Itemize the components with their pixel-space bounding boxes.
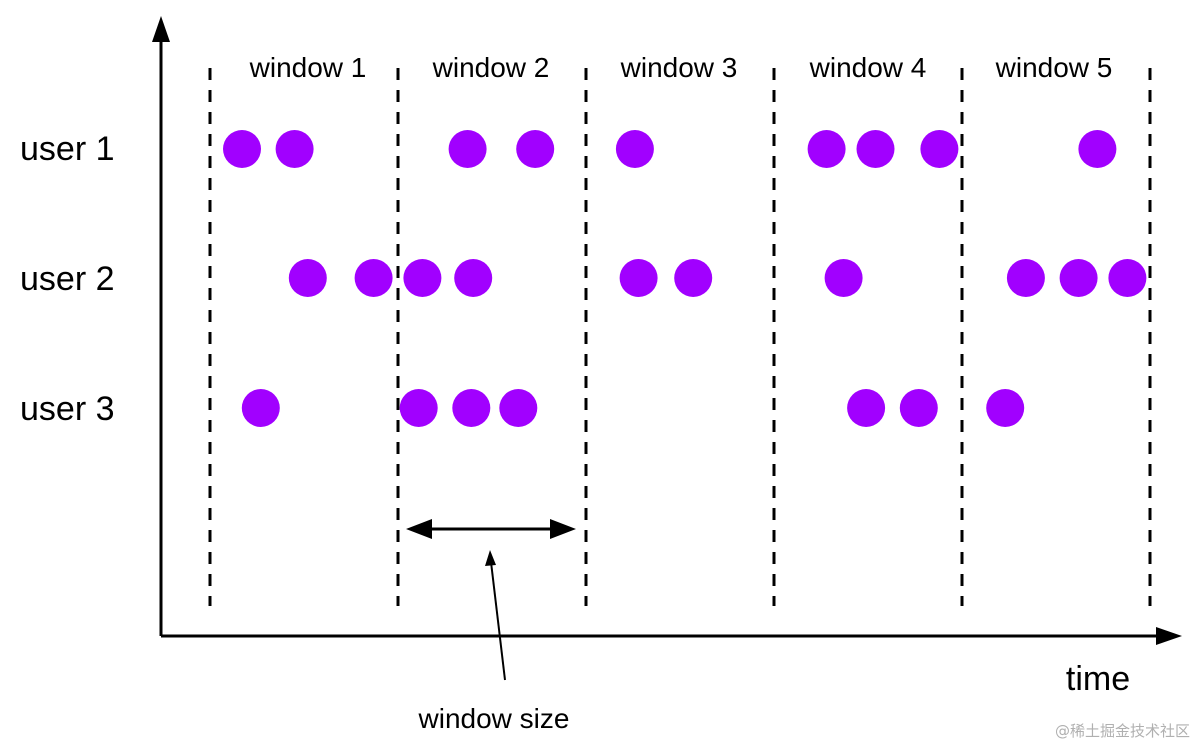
time-axis-label: time: [1066, 660, 1130, 698]
event-dot-user-2-6: [674, 259, 713, 297]
event-dot-user-3-2: [399, 389, 438, 427]
event-dot-user-2-3: [403, 259, 442, 297]
event-dot-user-3-3: [452, 389, 491, 427]
event-dot-user-3-7: [986, 389, 1025, 427]
event-dot-user-2-7: [824, 259, 863, 297]
window-label-2: window 2: [432, 52, 550, 83]
event-dot-user-1-6: [807, 130, 846, 168]
events: [223, 130, 1147, 427]
event-dot-user-2-4: [454, 259, 493, 297]
watermark: @稀土掘金技术社区: [1055, 722, 1190, 740]
window-label-4: window 4: [809, 52, 927, 83]
event-dot-user-1-2: [275, 130, 314, 168]
window-size-indicator: window size: [406, 519, 576, 734]
window-size-arrow-right-head: [550, 519, 576, 539]
user-label-3: user 3: [20, 390, 115, 428]
window-size-pointer: [490, 561, 506, 681]
window-label-3: window 3: [620, 52, 738, 83]
event-dot-user-3-5: [847, 389, 886, 427]
event-dot-user-1-9: [1078, 130, 1117, 168]
event-dot-user-1-5: [615, 130, 654, 168]
user-labels: user 1 user 2 user 3: [20, 130, 115, 428]
user-label-1: user 1: [20, 130, 115, 168]
window-size-label: window size: [418, 703, 570, 734]
x-axis-arrowhead: [1156, 627, 1182, 645]
event-dot-user-2-1: [288, 259, 327, 297]
window-labels: window 1 window 2 window 3 window 4 wind…: [249, 52, 1113, 83]
event-dot-user-3-1: [241, 389, 280, 427]
event-dot-user-1-8: [920, 130, 959, 168]
event-dot-user-2-8: [1006, 259, 1045, 297]
y-axis-arrowhead: [152, 16, 170, 42]
event-dot-user-1-7: [856, 130, 895, 168]
event-dot-user-1-3: [448, 130, 487, 168]
window-size-pointer-head: [485, 550, 496, 566]
event-dot-user-2-2: [354, 259, 393, 297]
window-label-5: window 5: [995, 52, 1113, 83]
event-dot-user-1-1: [223, 130, 261, 168]
window-label-1: window 1: [249, 52, 367, 83]
user-label-2: user 2: [20, 260, 115, 298]
event-dot-user-1-4: [516, 130, 555, 168]
window-boundaries: [208, 68, 1152, 606]
event-dot-user-2-9: [1059, 259, 1098, 297]
event-dot-user-3-4: [499, 389, 538, 427]
event-dot-user-2-10: [1108, 259, 1147, 297]
window-size-arrow-left-head: [406, 519, 432, 539]
event-dot-user-3-6: [899, 389, 938, 427]
event-dot-user-2-5: [619, 259, 658, 297]
